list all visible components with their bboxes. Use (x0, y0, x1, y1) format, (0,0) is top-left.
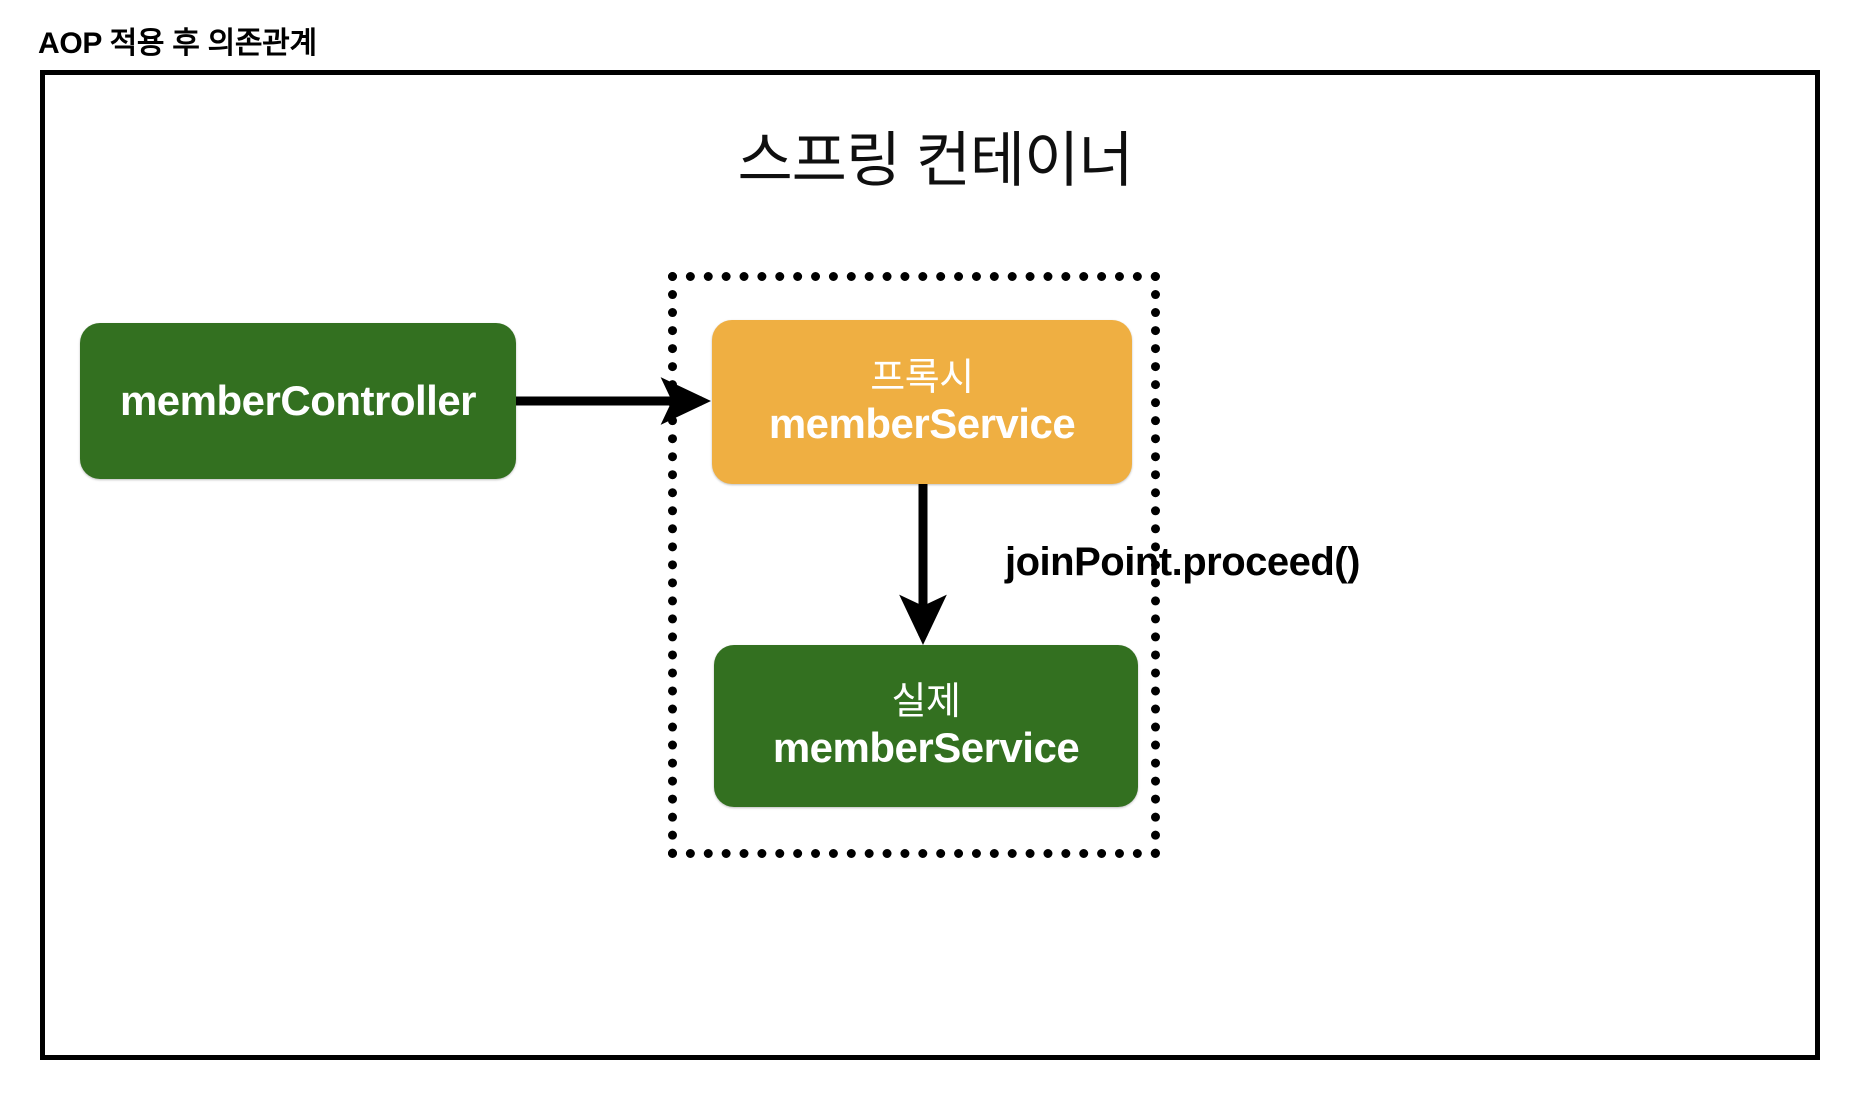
node-real-member-service-en-label: memberService (772, 723, 1080, 771)
node-member-controller-label: memberController (119, 377, 477, 425)
node-real-member-service[interactable]: 실제 memberService (714, 645, 1138, 807)
proxy-group-dotted-boundary (668, 272, 1160, 858)
node-real-member-service-kr-label: 실제 (891, 681, 961, 724)
node-proxy-member-service[interactable]: 프록시 memberService (712, 320, 1132, 484)
node-proxy-member-service-kr-label: 프록시 (870, 357, 974, 400)
joinpoint-proceed-label: joinPoint.proceed() (1005, 540, 1360, 584)
slide-heading: AOP 적용 후 의존관계 (38, 27, 317, 60)
spring-container-title: 스프링 컨테이너 (737, 127, 1133, 194)
spring-container-frame (40, 70, 1820, 1060)
node-member-controller[interactable]: memberController (80, 323, 516, 479)
node-proxy-member-service-en-label: memberService (768, 399, 1076, 447)
